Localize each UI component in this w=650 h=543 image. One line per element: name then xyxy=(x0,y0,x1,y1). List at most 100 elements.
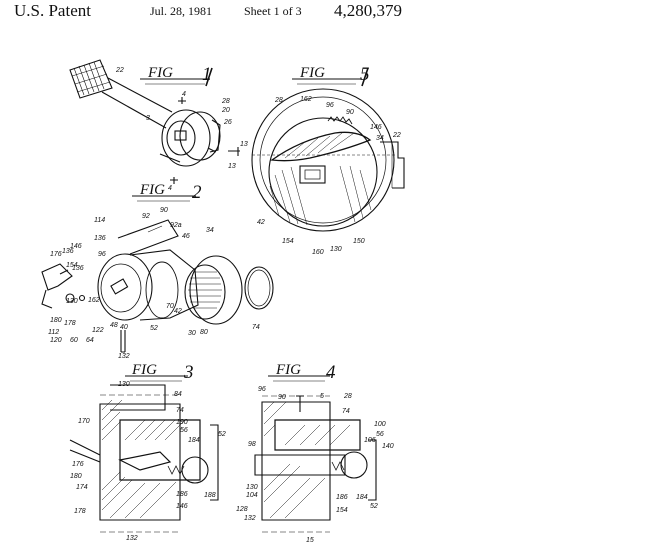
fig3-ref-numeral: 176 xyxy=(72,461,84,468)
fig4-ref-numeral: 140 xyxy=(382,443,394,450)
fig2-ref-numeral: 64 xyxy=(86,337,94,344)
fig5-ref-numeral: 90 xyxy=(346,109,354,116)
fig2-ref-numeral: 46 xyxy=(182,233,190,240)
fig4-ref-numeral: 128 xyxy=(236,506,248,513)
fig4-ref-numeral: 130 xyxy=(246,484,258,491)
fig5-ref-numeral: 150 xyxy=(353,238,365,245)
sheet-number: Sheet 1 of 3 xyxy=(244,4,302,18)
fig2-ref-numeral: 80 xyxy=(200,329,208,336)
fig3-ref-numeral: 190 xyxy=(176,419,188,426)
fig1-drawing xyxy=(69,59,240,184)
fig5-ref-numeral: 34 xyxy=(376,135,384,142)
fig3-ref-numeral: 74 xyxy=(176,407,184,414)
fig2-drawing xyxy=(41,219,274,353)
fig2-ref-numeral: 90 xyxy=(160,207,168,214)
fig3-ref-numeral: 84 xyxy=(174,391,182,398)
fig2-ref-numeral: 30 xyxy=(188,330,196,337)
fig4-drawing xyxy=(254,395,377,533)
fig4-ref-numeral: 186 xyxy=(336,494,348,501)
fig4-ref-numeral: 56 xyxy=(376,431,384,438)
fig4-caption: FIG xyxy=(275,362,301,378)
fig2-ref-numeral: 180 xyxy=(50,317,62,324)
fig3-ref-numeral: 184 xyxy=(188,437,200,444)
fig4-ref-numeral: 154 xyxy=(336,507,348,514)
fig2-ref-numeral: 112 xyxy=(48,329,59,336)
fig1-ref-numeral: 3 xyxy=(146,115,150,122)
fig4-ref-numeral: 15 xyxy=(306,537,314,543)
fig5-ref-numeral: 160 xyxy=(312,249,324,256)
fig1-ref-numeral: 13 xyxy=(240,141,248,148)
fig3-drawing xyxy=(69,384,219,533)
fig4-caption-mark xyxy=(268,375,330,382)
fig2-ref-numeral: 60 xyxy=(70,337,78,344)
fig3-ref-numeral: 178 xyxy=(74,508,86,515)
fig4-ref-numeral: 132 xyxy=(244,515,256,522)
fig3-caption-mark xyxy=(125,375,188,382)
fig4-ref-numeral: 98 xyxy=(248,441,256,448)
fig1-ref-numeral: 4 xyxy=(182,91,186,98)
fig2-ref-numeral: 40 xyxy=(120,324,128,331)
fig4-ref-numeral: 74 xyxy=(342,408,350,415)
fig1-ref-numeral: 22 xyxy=(115,67,124,74)
fig3-ref-numeral: 180 xyxy=(70,473,82,480)
fig5-drawing xyxy=(251,88,405,232)
fig5-ref-numeral: 96 xyxy=(326,102,334,109)
fig1-caption-mark xyxy=(140,67,213,87)
fig4-ref-numeral: 104 xyxy=(246,492,258,499)
fig2-ref-numeral: 48 xyxy=(110,322,118,329)
fig1-ref-numeral: 4 xyxy=(168,185,172,192)
patent-label: U.S. Patent xyxy=(14,1,91,20)
fig2-ref-numeral: 74 xyxy=(252,324,260,331)
fig1-ref-numeral: 28 xyxy=(221,98,230,105)
fig2-ref-numeral: 176 xyxy=(50,251,62,258)
fig1-ref-numeral: 26 xyxy=(223,119,232,126)
fig2-ref-numeral: 52 xyxy=(150,325,158,332)
fig1-ref-numeral: 13 xyxy=(228,163,236,170)
fig2-ref-numeral: 178 xyxy=(64,320,76,327)
fig2-ref-numeral: 92a xyxy=(170,222,182,229)
fig4-ref-numeral: 100 xyxy=(374,421,386,428)
fig3-ref-numeral: 56 xyxy=(180,427,188,434)
fig4-ref-numeral: 106 xyxy=(364,437,376,444)
fig2-ref-numeral: 154 xyxy=(66,262,78,269)
fig2-caption: FIG xyxy=(139,182,165,198)
patent-header: U.S. Patent Jul. 28, 1981 Sheet 1 of 3 4… xyxy=(0,0,650,24)
fig5-ref-numeral: 42 xyxy=(257,219,265,226)
fig4-number: 4 xyxy=(326,362,336,383)
fig1-number: 1 xyxy=(202,64,212,85)
fig2-ref-numeral: 130 xyxy=(66,298,78,305)
fig2-ref-numeral: 92 xyxy=(142,213,150,220)
fig2-ref-numeral: 136 xyxy=(62,248,74,255)
fig3-ref-numeral: 188 xyxy=(204,492,216,499)
fig2-ref-numeral: 120 xyxy=(50,337,62,344)
fig2-ref-numeral: 96 xyxy=(98,251,106,258)
fig2-ref-numeral: 34 xyxy=(206,227,214,234)
fig4-ref-numeral: 52 xyxy=(370,503,378,510)
fig2-ref-numeral: 42 xyxy=(174,308,182,315)
fig3-ref-numeral: 174 xyxy=(76,484,88,491)
fig3-ref-numeral: 146 xyxy=(176,503,188,510)
fig3-ref-numeral: 130 xyxy=(118,381,130,388)
fig3-ref-numeral: 170 xyxy=(78,418,90,425)
fig3-caption: FIG xyxy=(131,362,157,378)
fig4-ref-numeral: 28 xyxy=(343,393,352,400)
fig2-number: 2 xyxy=(192,182,202,203)
fig5-ref-numeral: 154 xyxy=(282,238,294,245)
fig1-caption: FIG xyxy=(147,65,173,81)
fig5-number: 5 xyxy=(360,64,370,85)
fig5-ref-numeral: 130 xyxy=(330,246,342,253)
fig4-ref-numeral: 90 xyxy=(278,394,286,401)
fig2-ref-numeral: 132 xyxy=(118,353,130,360)
fig5-ref-numeral: 162 xyxy=(300,96,312,103)
fig2-ref-numeral: 70 xyxy=(166,303,174,310)
fig4-ref-numeral: 184 xyxy=(356,494,368,501)
fig1-ref-numeral: 20 xyxy=(221,107,230,114)
fig3-ref-numeral: 132 xyxy=(126,535,138,542)
fig3-number: 3 xyxy=(183,362,194,383)
fig4-ref-numeral: 96 xyxy=(258,386,266,393)
fig5-caption-mark xyxy=(292,67,369,87)
fig2-ref-numeral: 146 xyxy=(70,243,82,250)
fig4-ref-numeral: 5 xyxy=(320,393,324,400)
